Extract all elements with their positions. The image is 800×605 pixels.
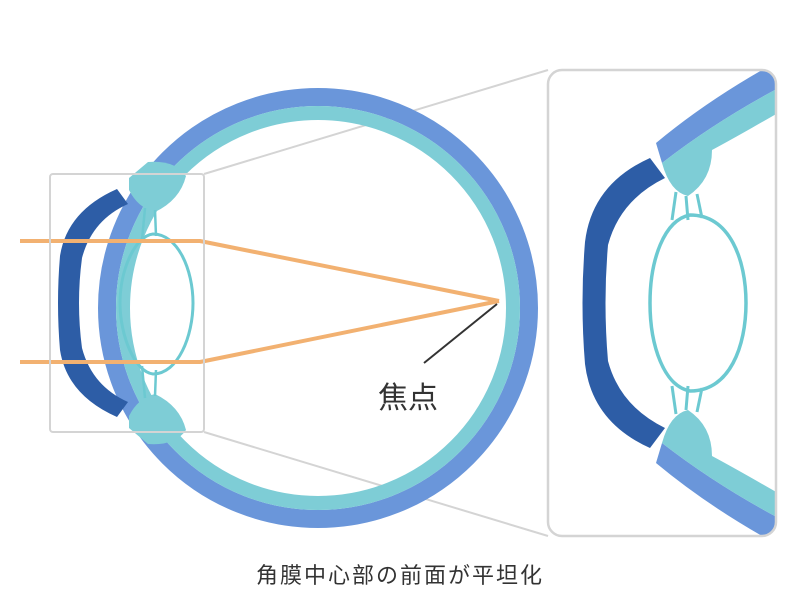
eyeball <box>98 88 538 528</box>
inset-view <box>546 68 778 538</box>
inset-sclera-lower <box>656 443 776 536</box>
inset-cornea <box>582 158 665 448</box>
inset-background <box>548 70 776 536</box>
inset-choroid-lower <box>662 410 776 524</box>
focal-leader-line <box>423 303 498 364</box>
zoom-connector-bottom <box>203 431 549 537</box>
inset-sclera-upper <box>656 70 776 163</box>
light-ray-lower <box>20 299 500 364</box>
focal-point-label: 焦点 <box>378 381 438 416</box>
inset-choroid-upper <box>662 82 776 196</box>
choroid-layer <box>116 106 520 510</box>
sclera-layer <box>98 88 538 528</box>
lens <box>118 232 195 376</box>
inset-lens <box>648 213 748 393</box>
inset-frame <box>546 68 778 538</box>
light-ray-upper <box>20 239 500 303</box>
zoom-frame <box>49 173 205 433</box>
caption: 角膜中心部の前面が平坦化 <box>256 564 544 589</box>
light-rays <box>20 239 500 364</box>
